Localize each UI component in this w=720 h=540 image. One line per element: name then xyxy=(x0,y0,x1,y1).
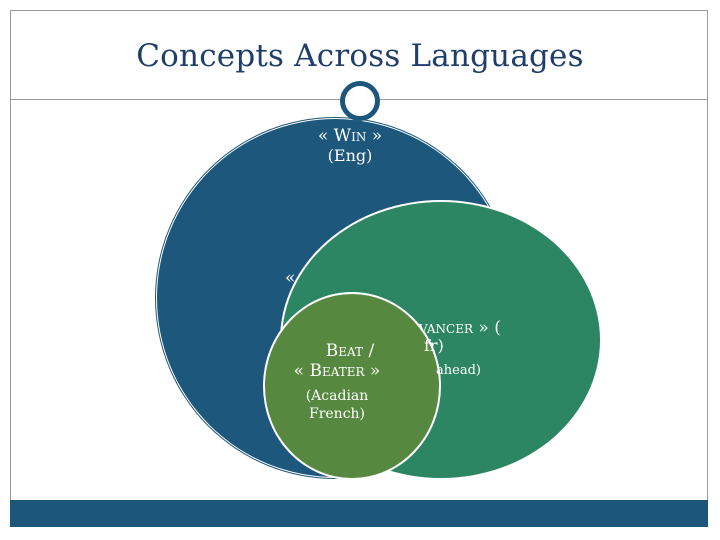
beater-term-label: « BEATER » xyxy=(293,361,381,381)
footer-bar xyxy=(10,500,708,527)
page-title: Concepts Across Languages xyxy=(136,38,584,74)
avancer-gloss-label: ahead) xyxy=(436,363,481,378)
title-circle-ornament xyxy=(340,81,380,121)
avancer-term-open-label: « xyxy=(285,268,296,288)
avancer-language-label: fr) xyxy=(424,336,444,355)
beat-concept-circle xyxy=(263,292,441,480)
avancer-term-label: VANCER » ( xyxy=(419,318,501,338)
beat-term-label: BEAT / xyxy=(325,341,375,361)
win-language-label: (Eng) xyxy=(327,146,373,165)
beat-language-line2: French) xyxy=(308,406,366,422)
beat-language-line1: (Acadian xyxy=(305,388,369,404)
win-term-label: « WIN » xyxy=(317,126,383,146)
